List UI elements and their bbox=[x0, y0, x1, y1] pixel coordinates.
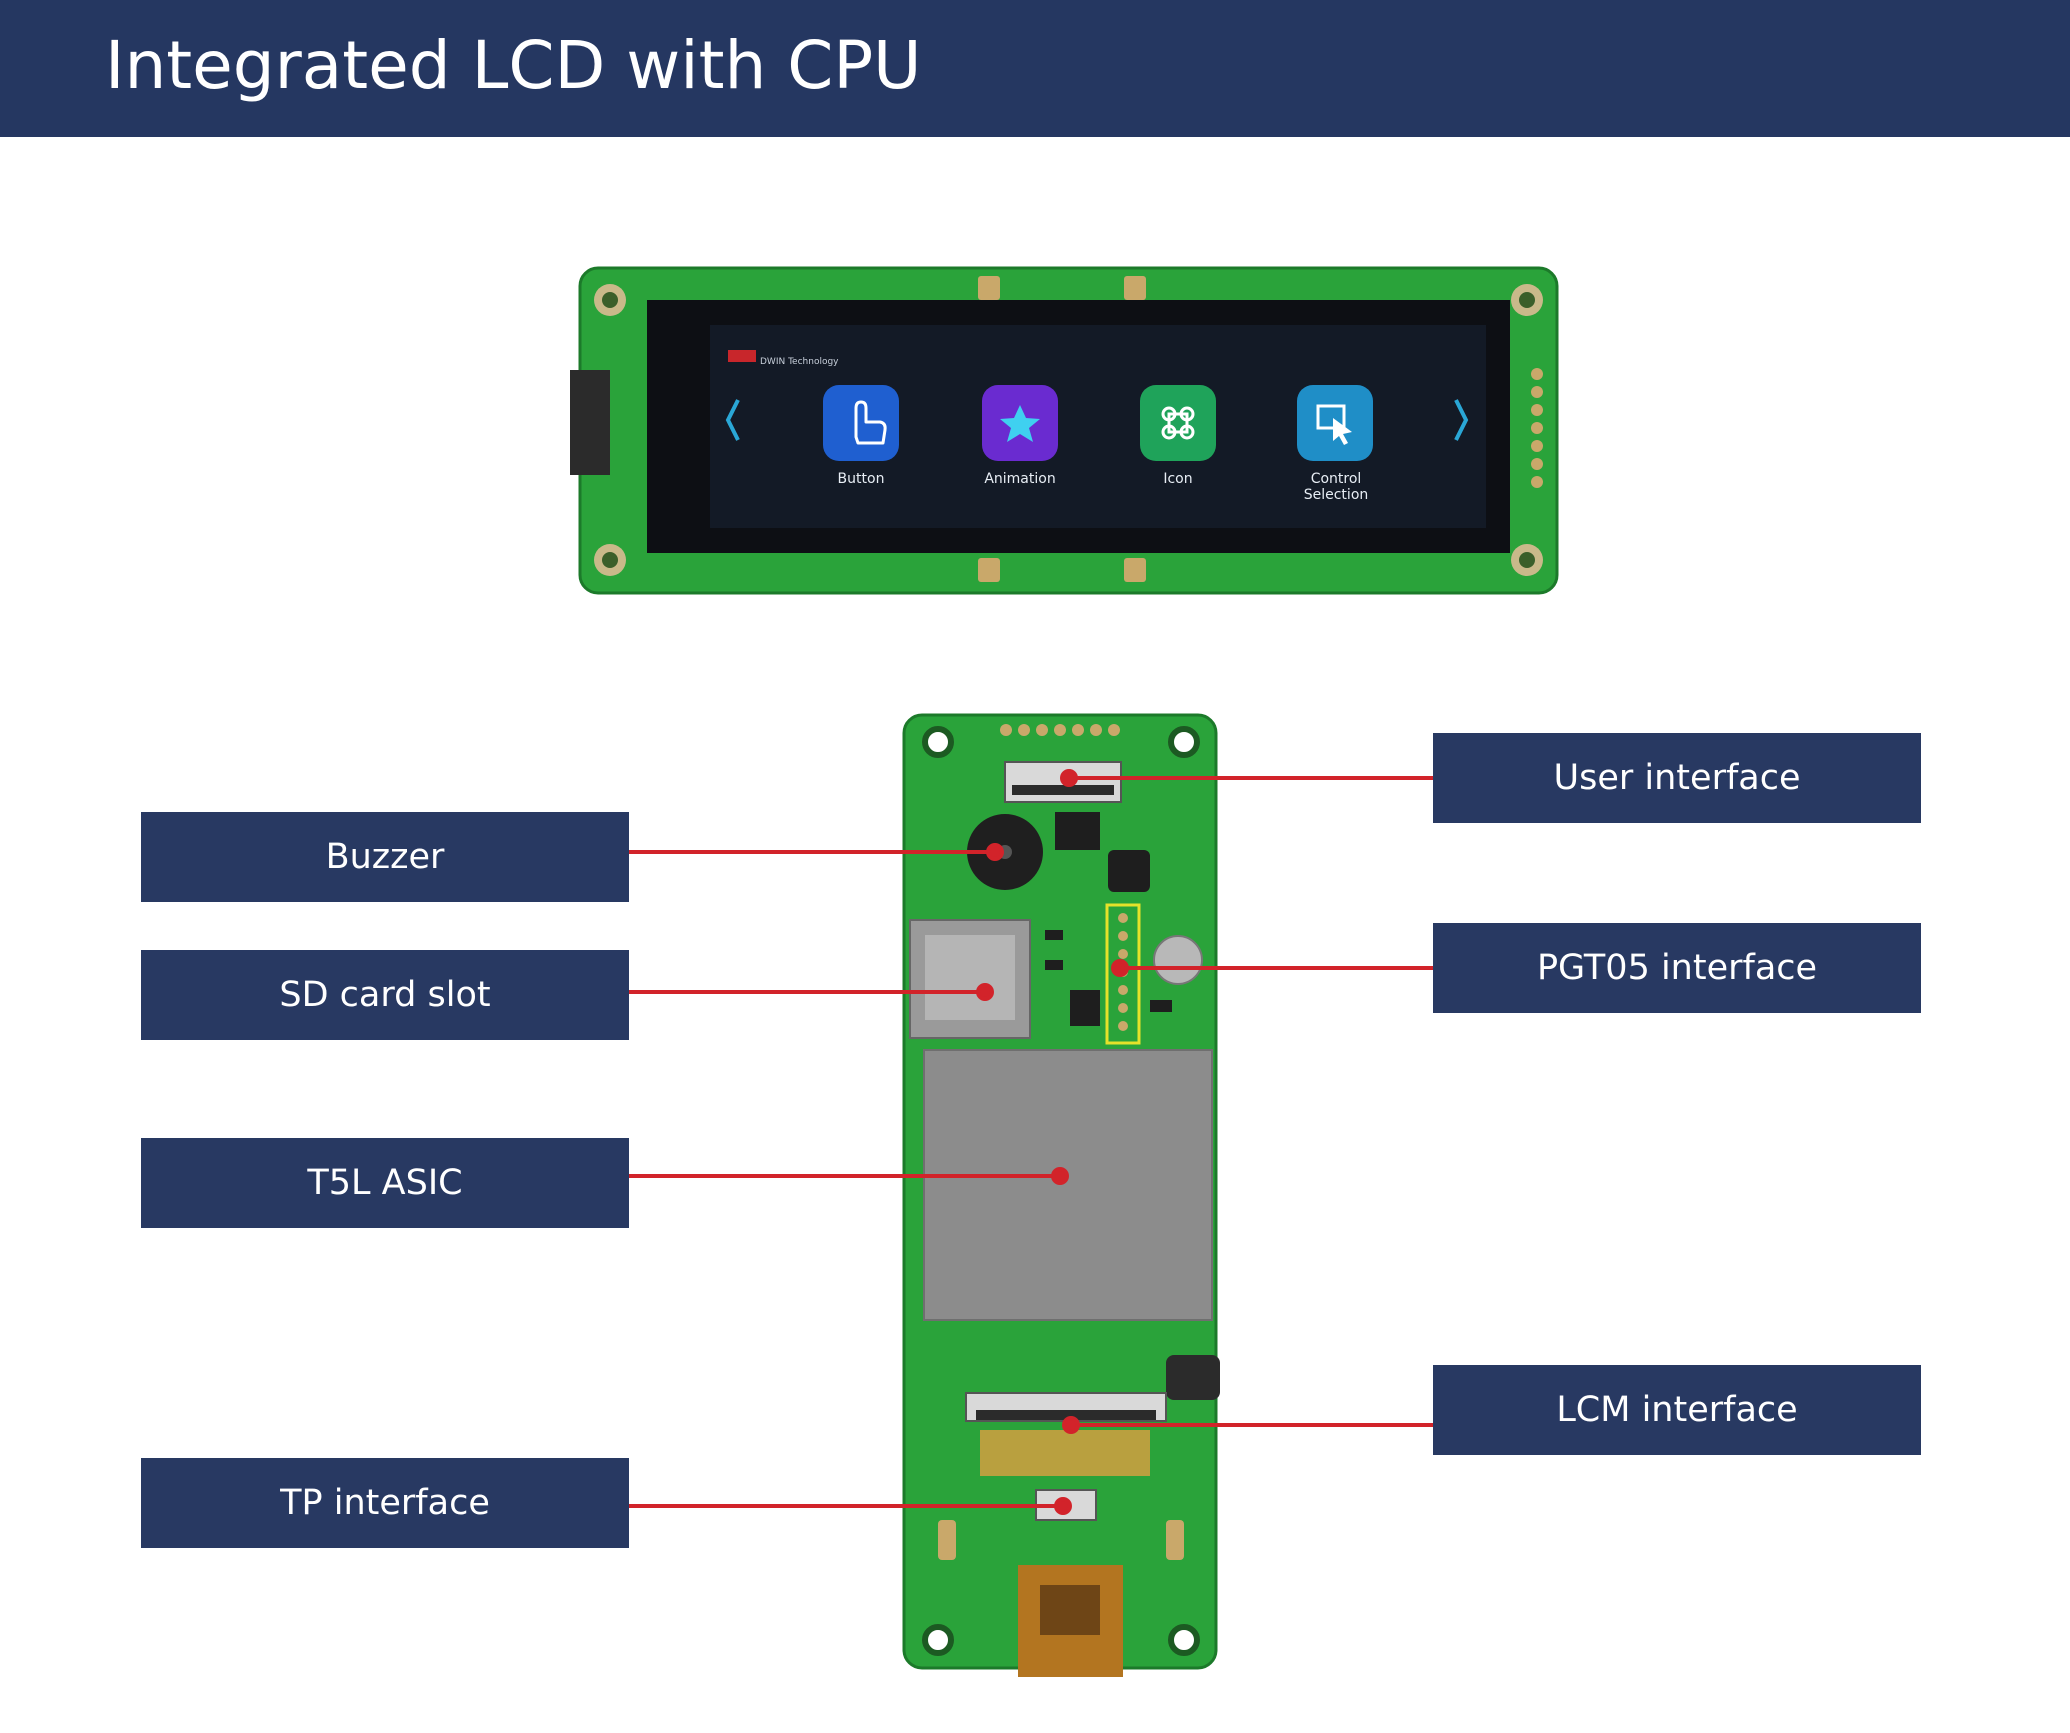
label-sd-card-slot: SD card slot bbox=[141, 950, 629, 1040]
callout-dot bbox=[986, 843, 1004, 861]
t5l-asic-shield bbox=[923, 1049, 1213, 1321]
label-text: SD card slot bbox=[279, 975, 491, 1015]
ui-item-label: Control bbox=[1311, 471, 1362, 487]
lcd-module-front: DWIN Technology Button Animation Icon bbox=[570, 266, 1559, 595]
ui-item-icon[interactable]: Icon bbox=[1140, 385, 1216, 487]
label-user-interface: User interface bbox=[1433, 733, 1921, 823]
dwin-logo bbox=[728, 350, 756, 362]
ui-item-label: Button bbox=[838, 471, 885, 487]
label-text: Buzzer bbox=[325, 837, 445, 877]
callout-dot bbox=[1051, 1167, 1069, 1185]
callout-dot bbox=[1111, 959, 1129, 977]
label-t5l-asic: T5L ASIC bbox=[141, 1138, 629, 1228]
command-icon bbox=[1161, 406, 1195, 440]
label-text: T5L ASIC bbox=[307, 1163, 463, 1203]
ui-item-animation[interactable]: Animation bbox=[982, 385, 1058, 487]
hand-pointer-icon bbox=[854, 400, 887, 445]
page-header: Integrated LCD with CPU bbox=[0, 0, 2070, 137]
brand-text: DWIN Technology bbox=[760, 357, 839, 367]
callout-dot bbox=[1054, 1497, 1072, 1515]
label-buzzer: Buzzer bbox=[141, 812, 629, 902]
page-title: Integrated LCD with CPU bbox=[105, 27, 922, 104]
pcb-board-back bbox=[902, 713, 1220, 1677]
chevron-left-icon[interactable] bbox=[725, 399, 740, 441]
pgt05-header bbox=[1105, 903, 1141, 1045]
label-text: User interface bbox=[1553, 758, 1801, 798]
callout-dot bbox=[1062, 1416, 1080, 1434]
ui-item-label-2: Selection bbox=[1304, 487, 1369, 503]
ui-item-button[interactable]: Button bbox=[823, 385, 899, 487]
callout-dot bbox=[976, 983, 994, 1001]
fpc-cable bbox=[570, 370, 610, 475]
ui-item-label: Animation bbox=[984, 471, 1055, 487]
ui-item-control-selection[interactable]: Control Selection bbox=[1297, 385, 1373, 503]
cursor-select-icon bbox=[1316, 404, 1352, 445]
label-text: PGT05 interface bbox=[1536, 948, 1818, 988]
label-lcm-interface: LCM interface bbox=[1433, 1365, 1921, 1455]
callout-dot bbox=[1060, 769, 1078, 787]
label-tp-interface: TP interface bbox=[141, 1458, 629, 1548]
star-icon bbox=[1000, 405, 1040, 442]
ui-item-label: Icon bbox=[1163, 471, 1192, 487]
label-text: LCM interface bbox=[1556, 1390, 1798, 1430]
label-text: TP interface bbox=[280, 1483, 490, 1523]
label-pgt05-interface: PGT05 interface bbox=[1433, 923, 1921, 1013]
chevron-right-icon[interactable] bbox=[1454, 399, 1469, 441]
callout-lines bbox=[629, 769, 1433, 1515]
